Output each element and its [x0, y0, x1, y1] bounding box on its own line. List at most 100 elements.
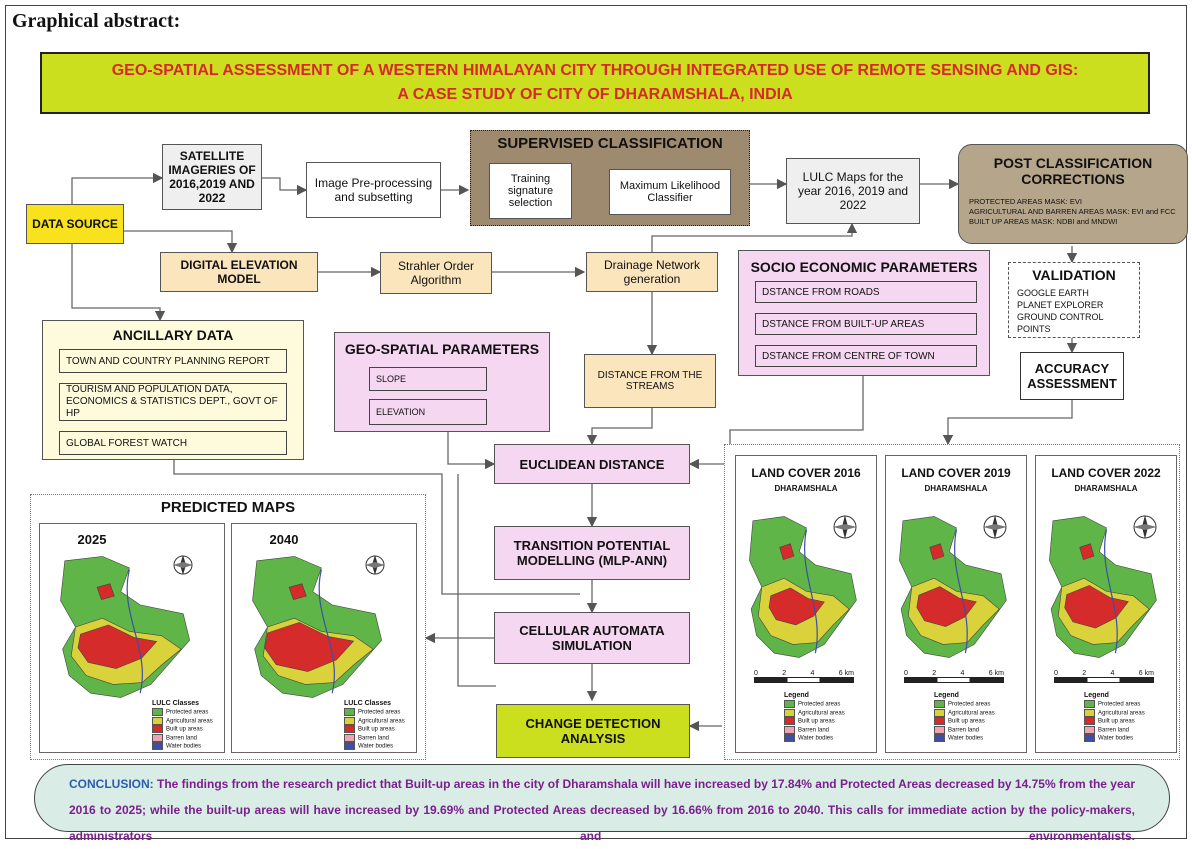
post-classification-node: POST CLASSIFICATION CORRECTIONS PROTECTE…: [958, 144, 1188, 244]
legend-label: Protected areas: [948, 701, 991, 708]
built-up-cluster-shape: [929, 543, 945, 560]
legend-item: Agricultural areas: [1084, 708, 1145, 718]
socio-item-roads: DSTANCE FROM ROADS: [755, 281, 977, 303]
legend-item: Built up areas: [784, 717, 845, 726]
legend-label: Built up areas: [798, 718, 835, 725]
legend-item: Agricultural areas: [934, 708, 995, 718]
land-cover-title: LAND COVER 2019: [901, 466, 1011, 480]
legend-item: Agricultural areas: [344, 716, 405, 726]
post-lines: PROTECTED AREAS MASK: EVI AGRICULTURAL A…: [969, 197, 1185, 227]
legend-swatch: [934, 708, 945, 717]
socio-item-centre: DSTANCE FROM CENTRE OF TOWN: [755, 345, 977, 367]
scale-label: 2: [932, 670, 937, 677]
scale-label: 6 km: [838, 670, 854, 677]
streams-node: DISTANCE FROM THE STREAMS: [584, 354, 716, 408]
legend-item: Protected areas: [784, 700, 845, 709]
legend-item: Water bodies: [934, 734, 995, 743]
legend-item: Water bodies: [152, 742, 213, 751]
legend-item: Built up areas: [1084, 717, 1145, 726]
legend-label: Agricultural areas: [798, 710, 845, 717]
compass-icon: [173, 555, 193, 575]
built-up-cluster-shape: [779, 543, 795, 560]
ancillary-data-group: ANCILLARY DATA TOWN AND COUNTRY PLANNING…: [42, 320, 304, 460]
post-line-protected: PROTECTED AREAS MASK: EVI: [969, 197, 1082, 206]
legend-swatch: [934, 725, 945, 734]
compass-icon: [365, 555, 385, 575]
legend-swatch: [784, 725, 795, 734]
predicted-map-year: 2025: [77, 532, 107, 547]
dem-node: DIGITAL ELEVATION MODEL: [160, 252, 318, 292]
land-cover-map-graphic: [252, 556, 383, 698]
land-cover-map-graphic: [899, 516, 1007, 658]
legend-label: Barren land: [166, 735, 198, 742]
legend-label: Protected areas: [798, 701, 841, 708]
legend-item: Barren land: [344, 733, 405, 743]
figure-frame: [5, 5, 1187, 839]
lulc-maps-node: LULC Maps for the year 2016, 2019 and 20…: [786, 158, 920, 224]
post-line-agri: AGRICULTURAL AND BARREN AREAS MASK: EVI …: [969, 207, 1176, 216]
strahler-node: Strahler Order Algorithm: [380, 252, 492, 294]
legend-item: Water bodies: [784, 734, 845, 743]
drainage-node: Drainage Network generation: [586, 252, 718, 292]
socio-title: SOCIO ECONOMIC PARAMETERS: [750, 259, 978, 275]
validation-title: VALIDATION: [1032, 267, 1116, 283]
title-line-1: GEO-SPATIAL ASSESSMENT OF A WESTERN HIMA…: [111, 62, 1079, 79]
legend-swatch: [344, 716, 355, 725]
scale-label: 2: [782, 670, 787, 677]
legend-swatch: [344, 742, 355, 751]
supervised-classification-group: SUPERVISED CLASSIFICATION Training signa…: [470, 130, 750, 226]
legend-label: Barren land: [948, 727, 980, 734]
land-cover-map-graphic: [749, 516, 857, 658]
legend-label: Barren land: [358, 735, 390, 742]
legend-swatch: [152, 716, 163, 725]
water-body-line: [954, 529, 968, 654]
legend-swatch: [934, 700, 945, 708]
land-cover-subtitle: DHARAMSHALA: [924, 484, 988, 493]
post-title: POST CLASSIFICATION CORRECTIONS: [993, 155, 1153, 187]
legend-item: Agricultural areas: [784, 708, 845, 718]
accuracy-node: ACCURACY ASSESSMENT: [1020, 352, 1124, 400]
legend-swatch: [152, 733, 163, 742]
legend-swatch: [152, 742, 163, 751]
legend-title: Legend: [934, 692, 959, 699]
built-up-area-shape: [264, 622, 355, 672]
scale-label: 4: [1110, 670, 1115, 677]
legend-item: Barren land: [934, 725, 995, 735]
validation-item-gcp: GROUND CONTROL POINTS: [1017, 312, 1104, 334]
conclusion-box: CONCLUSION: The findings from the resear…: [34, 764, 1170, 843]
satellite-node: SATELLITE IMAGERIES OF 2016,2019 AND 202…: [162, 144, 262, 210]
legend-label: Agricultural areas: [1098, 710, 1145, 717]
scale-label: 2: [1082, 670, 1087, 677]
predicted-map-year: 2040: [269, 532, 299, 547]
scale-bar-graphic: [1054, 677, 1154, 683]
legend-label: Protected areas: [166, 709, 209, 716]
built-up-area-shape: [916, 586, 977, 627]
validation-list: GOOGLE EARTH PLANET EXPLORER GROUND CONT…: [1017, 287, 1139, 335]
land-cover-subtitle: DHARAMSHALA: [774, 484, 838, 493]
legend-item: Protected areas: [934, 700, 995, 709]
legend-label: Water bodies: [1098, 735, 1134, 742]
scale-label: 4: [810, 670, 815, 677]
legend-swatch: [344, 708, 355, 716]
conclusion-label: CONCLUSION:: [69, 777, 154, 791]
legend-swatch: [784, 734, 795, 743]
legend-label: Protected areas: [358, 709, 401, 716]
legend-title: LULC Classes: [344, 700, 392, 707]
scale-label: 0: [754, 670, 758, 677]
legend-swatch: [784, 708, 795, 717]
title-banner: GEO-SPATIAL ASSESSMENT OF A WESTERN HIMA…: [40, 52, 1150, 114]
cellular-automata-node: CELLULAR AUTOMATA SIMULATION: [494, 612, 690, 664]
scale-bar: 0 2 4 6 km: [754, 670, 854, 683]
legend-swatch: [1084, 708, 1095, 717]
legend-swatch: [152, 708, 163, 716]
legend-label: Agricultural areas: [358, 718, 405, 725]
